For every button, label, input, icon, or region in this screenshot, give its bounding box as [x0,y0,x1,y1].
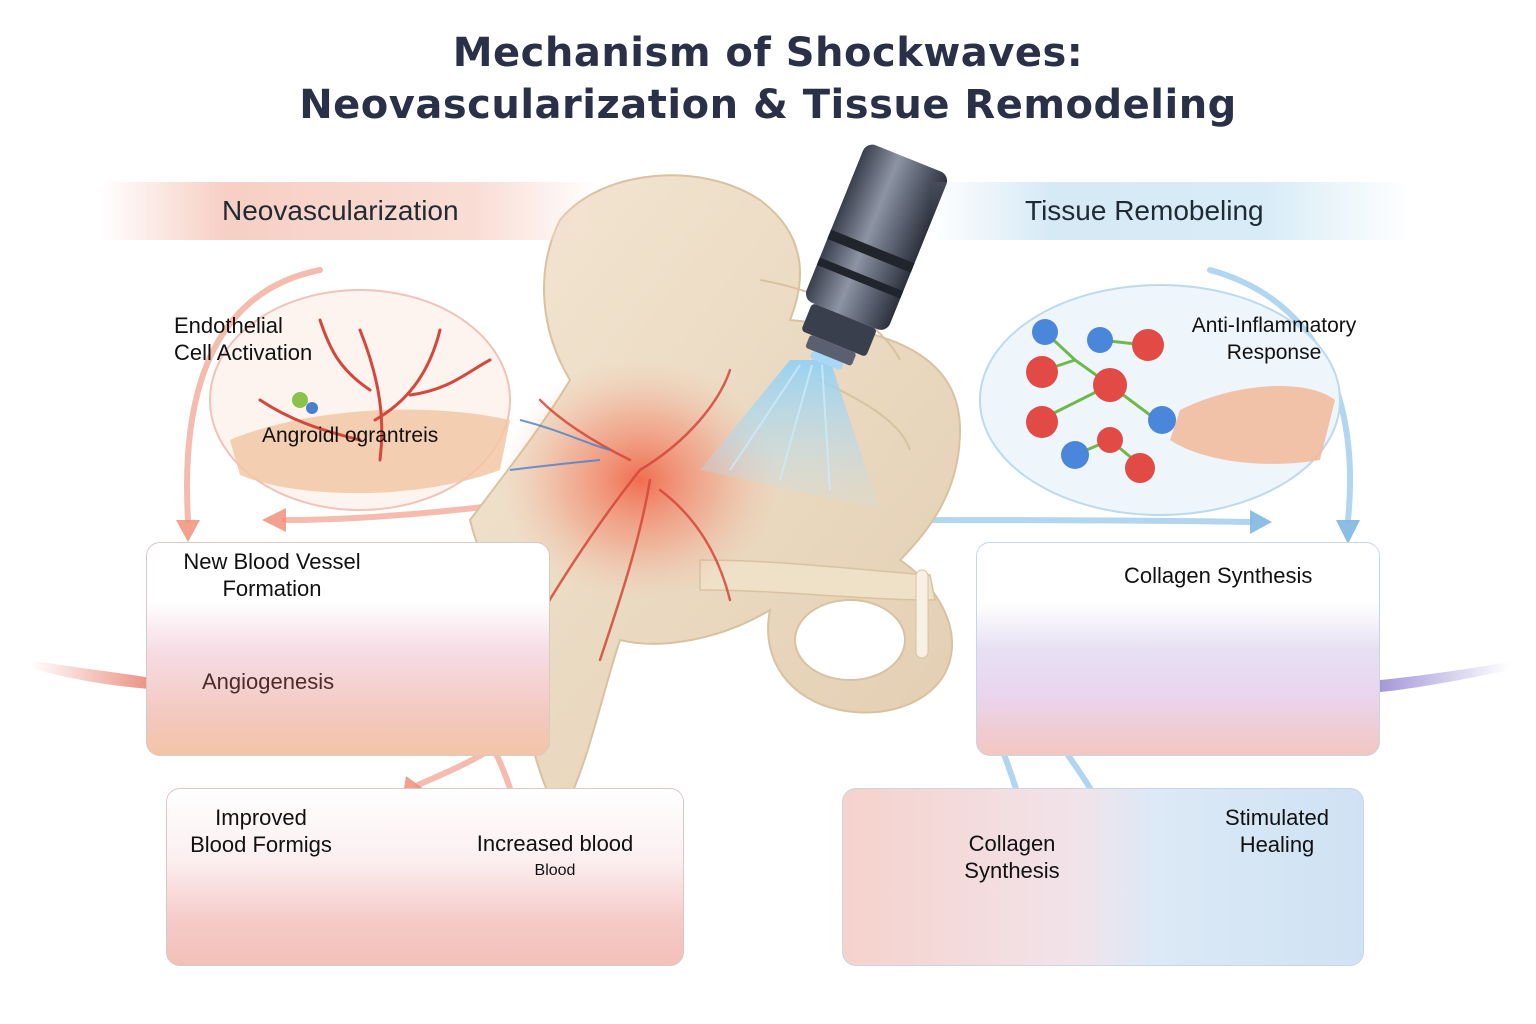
healing-label-line-2: Healing [1212,831,1342,858]
increased-blood-label: Increased blood Blood [460,830,650,884]
stimulated-healing-label: Stimulated Healing [1212,804,1342,858]
page-title-line-2: Neovascularization & Tissue Remodeling [0,82,1536,128]
improved-label-line-2: Blood Formigs [180,831,342,858]
shockwave-applicator-icon [783,142,950,382]
anti-inflammatory-label: Anti-Inflammatory Response [1176,312,1372,366]
anti-label-line-1: Anti-Inflammatory [1176,312,1372,339]
page-title-line-1: Mechanism of Shockwaves: [0,30,1536,76]
anti-label-line-2: Response [1176,339,1372,366]
new-vessel-label-line-1: New Blood Vessel [160,548,384,575]
improved-blood-label: Improved Blood Formigs [180,804,342,858]
endothelial-label-line-2: Cell Activation [174,339,312,366]
endothelial-label: Endothelial Cell Activation [174,312,312,366]
collagen-synthesis-label: Collagen Synthesis [1124,562,1312,589]
endothelial-label-line-1: Endothelial [174,312,312,339]
increased-label-line-2: Blood [460,857,650,884]
new-vessel-label-line-2: Formation [160,575,384,602]
collagen2-label-line-1: Collagen [950,830,1074,857]
healing-label-line-1: Stimulated [1212,804,1342,831]
improved-label-line-1: Improved [180,804,342,831]
tissue-remodeling-header: Tissue Remobeling [930,182,1410,240]
collagen-synthesis-label-2: Collagen Synthesis [950,830,1074,884]
angio-label: Angroidl ograntreis [262,422,438,449]
angiogenesis-label: Angiogenesis [202,668,334,695]
increased-label-line-1: Increased blood [460,830,650,857]
neovascularization-header: Neovascularization [100,182,600,240]
new-vessel-label: New Blood Vessel Formation [160,548,384,602]
collagen2-label-line-2: Synthesis [950,857,1074,884]
